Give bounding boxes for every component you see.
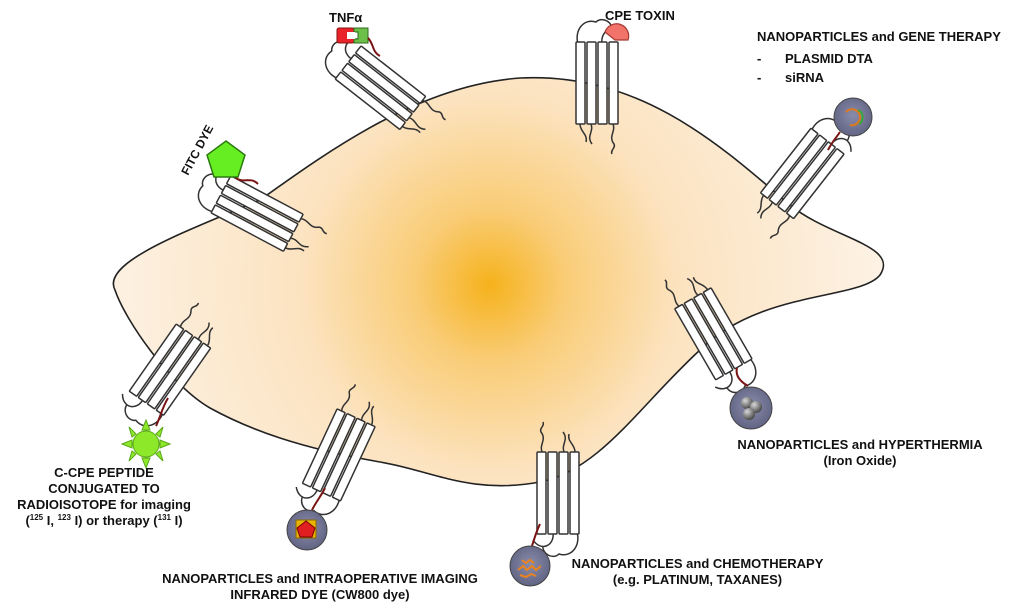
radio-line2: CONJUGATED TO (48, 481, 160, 496)
isotope-131: 131 (157, 513, 171, 522)
chemotherapy-line2: (e.g. PLATINUM, TAXANES) (612, 572, 783, 587)
isotope-125: 125 (29, 513, 44, 522)
radioisotope-label: C-CPE PEPTIDE CONJUGATED TO RADIOISOTOPE… (4, 465, 204, 529)
tnf-alpha-label: TNFα (329, 10, 362, 25)
radio-line1: C-CPE PEPTIDE (54, 465, 154, 480)
hyperthermia-line2: (Iron Oxide) (823, 453, 897, 468)
intraoperative-label: NANOPARTICLES and INTRAOPERATIVE IMAGING… (145, 571, 495, 603)
tnf-alpha-icon (336, 27, 381, 57)
chemotherapy-line1: NANOPARTICLES and CHEMOTHERAPY (571, 556, 824, 571)
iron-oxide-nanoparticle-icon (729, 367, 773, 430)
gene-therapy-item-label: PLASMID DTA (785, 51, 873, 66)
isotope-123: 123 (57, 513, 71, 522)
radio-text: ( (25, 513, 30, 528)
gene-therapy-item: - siRNA (757, 70, 824, 86)
radioisotope-sun-icon (120, 397, 172, 470)
intraoperative-line1: NANOPARTICLES and INTRAOPERATIVE IMAGING (162, 571, 478, 586)
fitc-dye-icon (206, 140, 259, 185)
cpe-toxin-icon (604, 23, 630, 41)
radio-text: I) (171, 513, 183, 528)
cpe-toxin-label: CPE TOXIN (605, 8, 675, 23)
tumor-cell (112, 76, 885, 487)
list-bullet: - (757, 70, 762, 85)
hyperthermia-label: NANOPARTICLES and HYPERTHERMIA (Iron Oxi… (725, 437, 995, 469)
intraoperative-line2: INFRARED DYE (CW800 dye) (230, 587, 410, 602)
gene-therapy-item-label: siRNA (785, 70, 825, 85)
gene-therapy-nanoparticle-icon (827, 97, 873, 151)
radio-line4: (125 I, 123 I) or therapy (131 I) (4, 513, 204, 529)
radio-text: I, (43, 513, 58, 528)
chemotherapy-label: NANOPARTICLES and CHEMOTHERAPY (e.g. PLA… (560, 556, 835, 588)
intraoperative-nanoparticle-icon (286, 487, 328, 551)
radio-line3: RADIOISOTOPE for imaging (17, 497, 191, 512)
radio-text: I) or therapy ( (70, 513, 158, 528)
gene-therapy-title: NANOPARTICLES and GENE THERAPY (757, 29, 1001, 44)
list-bullet: - (757, 51, 762, 66)
chemotherapy-nanoparticle-icon (509, 523, 551, 587)
hyperthermia-line1: NANOPARTICLES and HYPERTHERMIA (737, 437, 983, 452)
gene-therapy-item: - PLASMID DTA (757, 51, 873, 67)
fitc-dye-label: FITC DYE (178, 123, 216, 178)
